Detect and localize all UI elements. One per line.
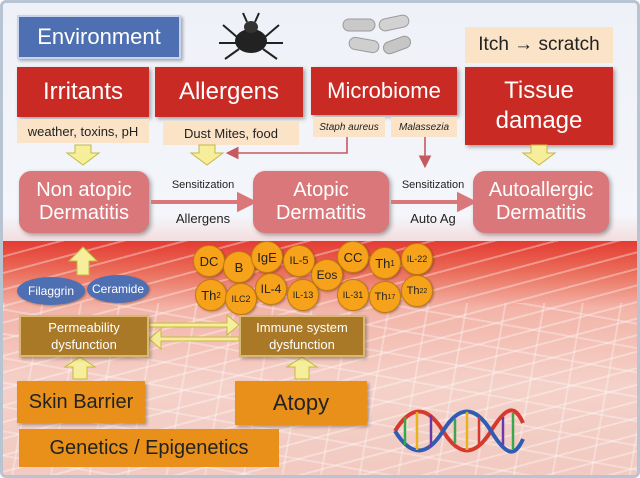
arrow-tissue-down: [521, 144, 557, 166]
cell-th17-sub: 17: [387, 293, 396, 301]
cell-th2-sub: 2: [216, 290, 221, 300]
dna-helix-icon: [393, 408, 525, 454]
staph-aureus-label: Staph aureus: [313, 117, 385, 137]
dust-mite-icon: [219, 12, 283, 60]
atopy-box: Atopy: [235, 381, 367, 425]
irritants-box: Irritants: [17, 67, 149, 117]
cell-il31: IL-31: [337, 279, 369, 311]
atopic-dermatitis-box: Atopic Dermatitis: [253, 171, 389, 233]
cell-il13: IL-13: [287, 279, 319, 311]
cell-il22: IL-22: [401, 243, 433, 275]
irritants-detail: weather, toxins, pH: [17, 119, 149, 143]
cell-ilc2: ILC2: [225, 283, 257, 315]
bacteria-icon: [342, 14, 412, 55]
cell-th2-base: Th: [201, 287, 217, 303]
cell-th1-base: Th: [375, 255, 391, 271]
autoallergic-dermatitis-box: Autoallergic Dermatitis: [473, 171, 609, 233]
allergens-box: Allergens: [155, 67, 303, 117]
arrow-allergens-down: [189, 144, 225, 166]
malassezia-label: Malassezia: [391, 117, 457, 137]
ceramide-blob: Ceramide: [87, 275, 149, 303]
cell-cc: CC: [337, 241, 369, 273]
auto-ag-label: Auto Ag: [410, 211, 456, 226]
cell-b: B: [223, 251, 255, 283]
microbiome-box: Microbiome: [311, 67, 457, 115]
tissue-damage-box: Tissue damage: [465, 67, 613, 145]
immune-dysfunction-box: Immune system dysfunction: [239, 315, 365, 357]
cell-il4: IL-4: [255, 273, 287, 305]
cell-th22-sub: 22: [419, 287, 428, 295]
genetics-epigenetics-box: Genetics / Epigenetics: [19, 429, 279, 467]
environment-label: Environment: [17, 15, 181, 59]
cell-th17-base: Th: [374, 291, 388, 303]
itch-scratch-label: Itch → scratch: [465, 27, 613, 63]
allergens-edge-label: Allergens: [175, 211, 231, 226]
cell-ige: IgE: [251, 241, 283, 273]
arrow-nonatopic-to-atopic: [151, 191, 258, 213]
skin-barrier-box: Skin Barrier: [17, 381, 145, 423]
non-atopic-dermatitis-box: Non atopic Dermatitis: [19, 171, 149, 233]
permeability-dysfunction-box: Permeability dysfunction: [19, 315, 149, 357]
cell-th22-base: Th: [406, 285, 420, 297]
sensitization-label-2: Sensitization: [401, 179, 465, 191]
cell-eos: Eos: [311, 259, 343, 291]
filaggrin-blob: Filaggrin: [17, 277, 85, 305]
sensitization-label-1: Sensitization: [171, 179, 235, 191]
allergens-detail: Dust Mites, food: [163, 121, 299, 145]
arrow-irritants-down: [65, 144, 101, 166]
cell-dc: DC: [193, 245, 225, 277]
cell-il5: IL-5: [283, 245, 315, 277]
arrow-atopic-to-autoallergic: [391, 191, 478, 213]
cell-th1-sub: 1: [390, 258, 395, 268]
